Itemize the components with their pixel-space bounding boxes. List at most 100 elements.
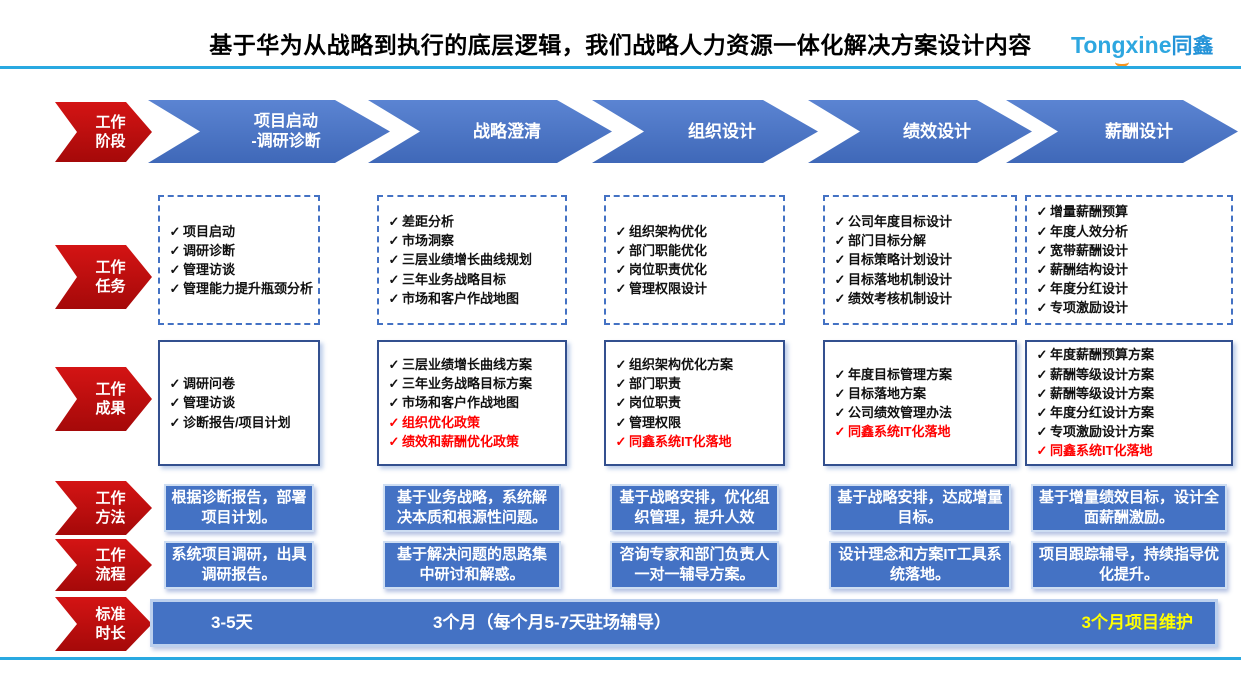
output-text: 绩效和薪酬优化政策 bbox=[402, 433, 520, 449]
process-box-5: 项目跟踪辅导，持续指导优化提升。 bbox=[1031, 541, 1227, 589]
row-label-duration: 标准 时长 bbox=[55, 597, 152, 651]
task-item: 公司年度目标设计 bbox=[832, 212, 1011, 231]
logo-text-cn: 同鑫 bbox=[1171, 35, 1214, 58]
header-divider bbox=[0, 66, 1241, 69]
output-text: 同鑫系统IT化落地 bbox=[629, 433, 732, 449]
check-icon bbox=[613, 413, 629, 432]
task-item: 三年业务战略目标 bbox=[386, 270, 561, 289]
output-item: 三年业务战略目标方案 bbox=[386, 374, 561, 393]
output-text: 市场和客户作战地图 bbox=[402, 395, 520, 411]
check-icon bbox=[832, 250, 848, 269]
output-text: 年度分红设计方案 bbox=[1050, 405, 1155, 420]
output-text: 三层业绩增长曲线方案 bbox=[402, 356, 533, 372]
task-text: 薪酬结构设计 bbox=[1050, 262, 1129, 277]
method-text: 基于战略安排，达成增量目标。 bbox=[837, 489, 1003, 526]
output-box-3: 组织架构优化方案 部门职责 岗位职责 管理权限 同鑫系统IT化落地 bbox=[604, 340, 785, 466]
check-icon bbox=[386, 432, 402, 451]
output-item: 三层业绩增长曲线方案 bbox=[386, 355, 561, 374]
task-text: 专项激励设计 bbox=[1050, 300, 1129, 316]
output-item: 年度分红设计方案 bbox=[1034, 403, 1227, 422]
check-icon bbox=[167, 413, 183, 432]
check-icon bbox=[832, 365, 848, 384]
task-item: 管理能力提升瓶颈分析 bbox=[167, 279, 314, 298]
task-item: 专项激励设计 bbox=[1034, 298, 1227, 317]
method-box-1: 根据诊断报告，部署项目计划。 bbox=[164, 484, 314, 532]
check-icon bbox=[167, 241, 183, 260]
check-icon bbox=[1034, 298, 1050, 317]
method-text: 基于战略安排，优化组织管理，提升人效 bbox=[619, 489, 770, 526]
task-text: 管理权限设计 bbox=[629, 281, 708, 297]
task-text: 岗位职责优化 bbox=[629, 262, 708, 277]
phase-name: 薪酬设计 bbox=[1105, 121, 1173, 141]
row-label-process: 工作 流程 bbox=[55, 539, 152, 591]
process-box-4: 设计理念和方案IT工具系统落地。 bbox=[829, 541, 1011, 589]
check-icon bbox=[832, 289, 848, 308]
row-label-text: 方法 bbox=[95, 509, 126, 526]
method-text: 基于业务战略，系统解决本质和根源性问题。 bbox=[396, 489, 547, 526]
check-icon bbox=[613, 432, 629, 451]
task-text: 增量薪酬预算 bbox=[1050, 204, 1129, 220]
check-icon bbox=[1034, 345, 1050, 364]
check-icon bbox=[613, 374, 629, 393]
output-item: 年度薪酬预算方案 bbox=[1034, 345, 1227, 364]
check-icon bbox=[832, 231, 848, 250]
task-text: 三年业务战略目标 bbox=[402, 271, 507, 287]
logo-smile-icon bbox=[1115, 57, 1129, 67]
task-item: 宽带薪酬设计 bbox=[1034, 241, 1227, 260]
row-label-outputs: 工作 成果 bbox=[55, 367, 152, 431]
duration-segment-1: 3-5天 bbox=[211, 613, 253, 632]
row-label-text: 时长 bbox=[95, 625, 126, 642]
process-text: 项目跟踪辅导，持续指导优化提升。 bbox=[1038, 546, 1219, 583]
output-text: 同鑫系统IT化落地 bbox=[1050, 443, 1153, 459]
company-logo: Tongxine同鑫 bbox=[1071, 30, 1235, 67]
check-icon bbox=[832, 212, 848, 231]
output-text: 三年业务战略目标方案 bbox=[402, 376, 533, 392]
check-icon bbox=[1034, 441, 1050, 460]
check-icon bbox=[1034, 222, 1050, 241]
task-item: 三层业绩增长曲线规划 bbox=[386, 250, 561, 269]
task-item: 组织架构优化 bbox=[613, 222, 779, 241]
task-item: 绩效考核机制设计 bbox=[832, 289, 1011, 308]
task-box-3: 组织架构优化 部门职能优化 岗位职责优化 管理权限设计 bbox=[604, 195, 785, 325]
check-icon bbox=[832, 403, 848, 422]
check-icon bbox=[386, 212, 402, 231]
task-text: 市场和客户作战地图 bbox=[402, 290, 520, 306]
phase-name: -调研诊断 bbox=[251, 132, 321, 150]
check-icon bbox=[613, 355, 629, 374]
task-text: 目标落地机制设计 bbox=[848, 271, 953, 287]
output-text: 薪酬等级设计方案 bbox=[1050, 366, 1155, 382]
check-icon bbox=[1034, 365, 1050, 384]
task-item: 市场洞察 bbox=[386, 231, 561, 250]
output-item: 调研问卷 bbox=[167, 374, 314, 393]
check-icon bbox=[613, 222, 629, 241]
check-icon bbox=[1034, 202, 1050, 221]
method-box-2: 基于业务战略，系统解决本质和根源性问题。 bbox=[383, 484, 561, 532]
task-item: 调研诊断 bbox=[167, 241, 314, 260]
row-label-text: 阶段 bbox=[95, 133, 126, 150]
process-box-2: 基于解决问题的思路集中研讨和解惑。 bbox=[383, 541, 561, 589]
task-box-2: 差距分析 市场洞察 三层业绩增长曲线规划 三年业务战略目标 市场和客户作战地图 bbox=[377, 195, 567, 325]
footer-divider bbox=[0, 657, 1241, 660]
check-icon bbox=[1034, 279, 1050, 298]
output-box-2: 三层业绩增长曲线方案 三年业务战略目标方案 市场和客户作战地图 组织优化政策 绩… bbox=[377, 340, 567, 466]
check-icon bbox=[1034, 403, 1050, 422]
task-item: 年度分红设计 bbox=[1034, 279, 1227, 298]
output-item: 管理访谈 bbox=[167, 393, 314, 412]
check-icon bbox=[832, 384, 848, 403]
task-text: 市场洞察 bbox=[402, 233, 455, 249]
process-text: 设计理念和方案IT工具系统落地。 bbox=[838, 546, 1002, 583]
output-item: 岗位职责 bbox=[613, 393, 779, 412]
check-icon bbox=[613, 241, 629, 260]
phase-chevron-3: 组织设计 bbox=[592, 100, 818, 163]
output-text: 管理权限 bbox=[629, 414, 682, 430]
task-item: 市场和客户作战地图 bbox=[386, 289, 561, 308]
check-icon bbox=[386, 374, 402, 393]
task-item: 增量薪酬预算 bbox=[1034, 202, 1227, 221]
process-box-1: 系统项目调研，出具调研报告。 bbox=[164, 541, 314, 589]
task-item: 部门目标分解 bbox=[832, 231, 1011, 250]
task-box-1: 项目启动 调研诊断 管理访谈 管理能力提升瓶颈分析 bbox=[158, 195, 320, 325]
output-text: 组织优化政策 bbox=[402, 414, 481, 430]
method-box-5: 基于增量绩效目标，设计全面薪酬激励。 bbox=[1031, 484, 1227, 532]
method-box-4: 基于战略安排，达成增量目标。 bbox=[829, 484, 1011, 532]
